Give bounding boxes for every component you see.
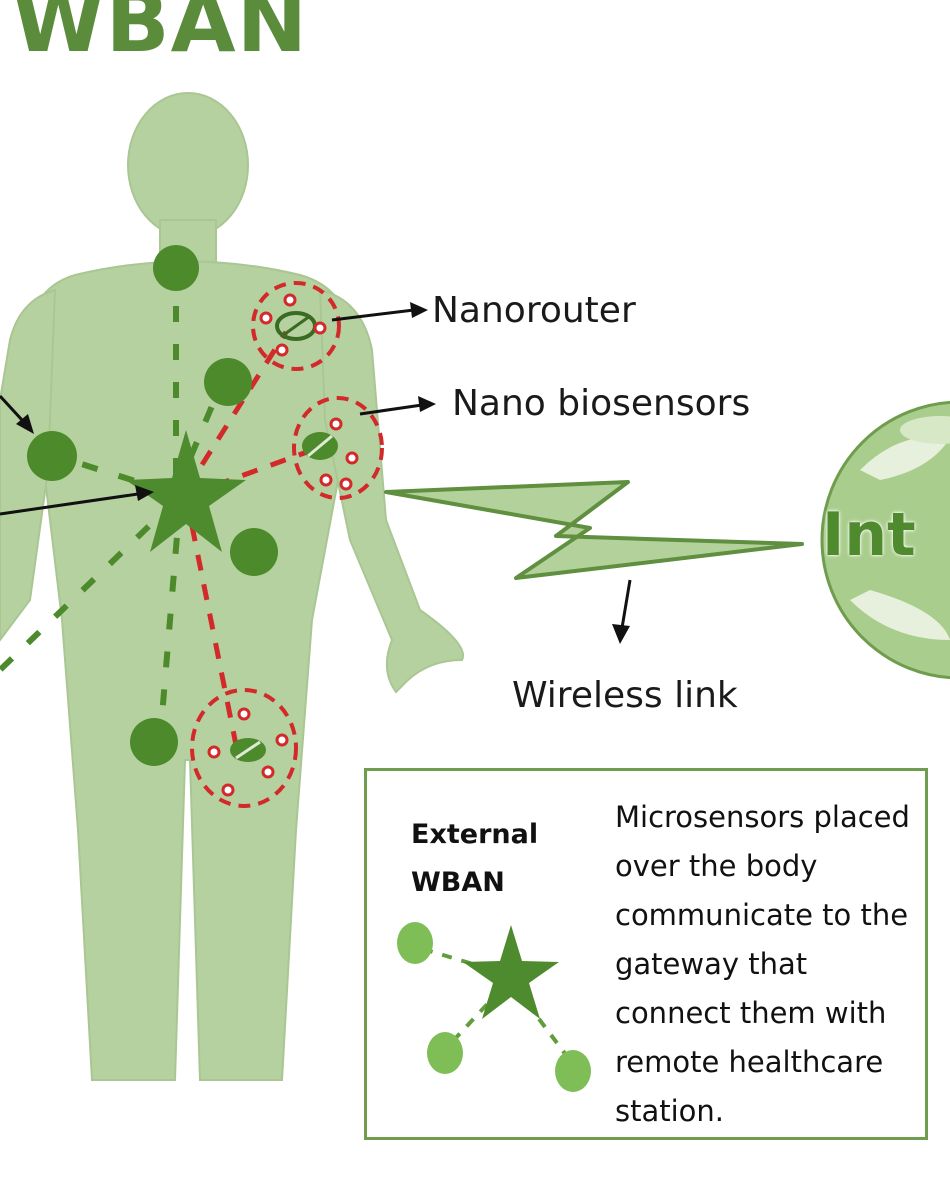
legend-box: External WBAN Microsensors placed over t… [364,768,928,1140]
internet-label: Int [822,500,916,570]
body-sensors [27,245,278,766]
knee-nano-cluster [190,688,298,808]
nano-links [183,330,319,746]
nano-biosensors-label: Nano biosensors [452,383,751,424]
legend-sensor-icon [555,1050,591,1092]
nanorouter-label: Nanorouter [432,290,636,331]
wireless-link-bolt [384,480,804,580]
annotation-arrows [0,302,632,644]
diagram-title: WBAN [12,0,308,71]
nano-biosensor-cluster [292,396,384,500]
legend-sensor-icon [397,922,433,964]
wireless-link-label: Wireless link [512,675,738,716]
legend-network-icon [397,922,591,1092]
body-network-links [0,268,225,741]
nanorouter-cluster [251,281,341,371]
legend-gateway-star-icon [463,925,559,1019]
internet-globe-icon [820,400,950,680]
legend-sensor-icon [427,1032,463,1074]
human-figure [0,92,465,1081]
legend-description: Microsensors placed over the body commun… [615,800,910,1128]
gateway-star-icon [126,430,246,552]
legend-title: External WBAN [411,819,539,898]
